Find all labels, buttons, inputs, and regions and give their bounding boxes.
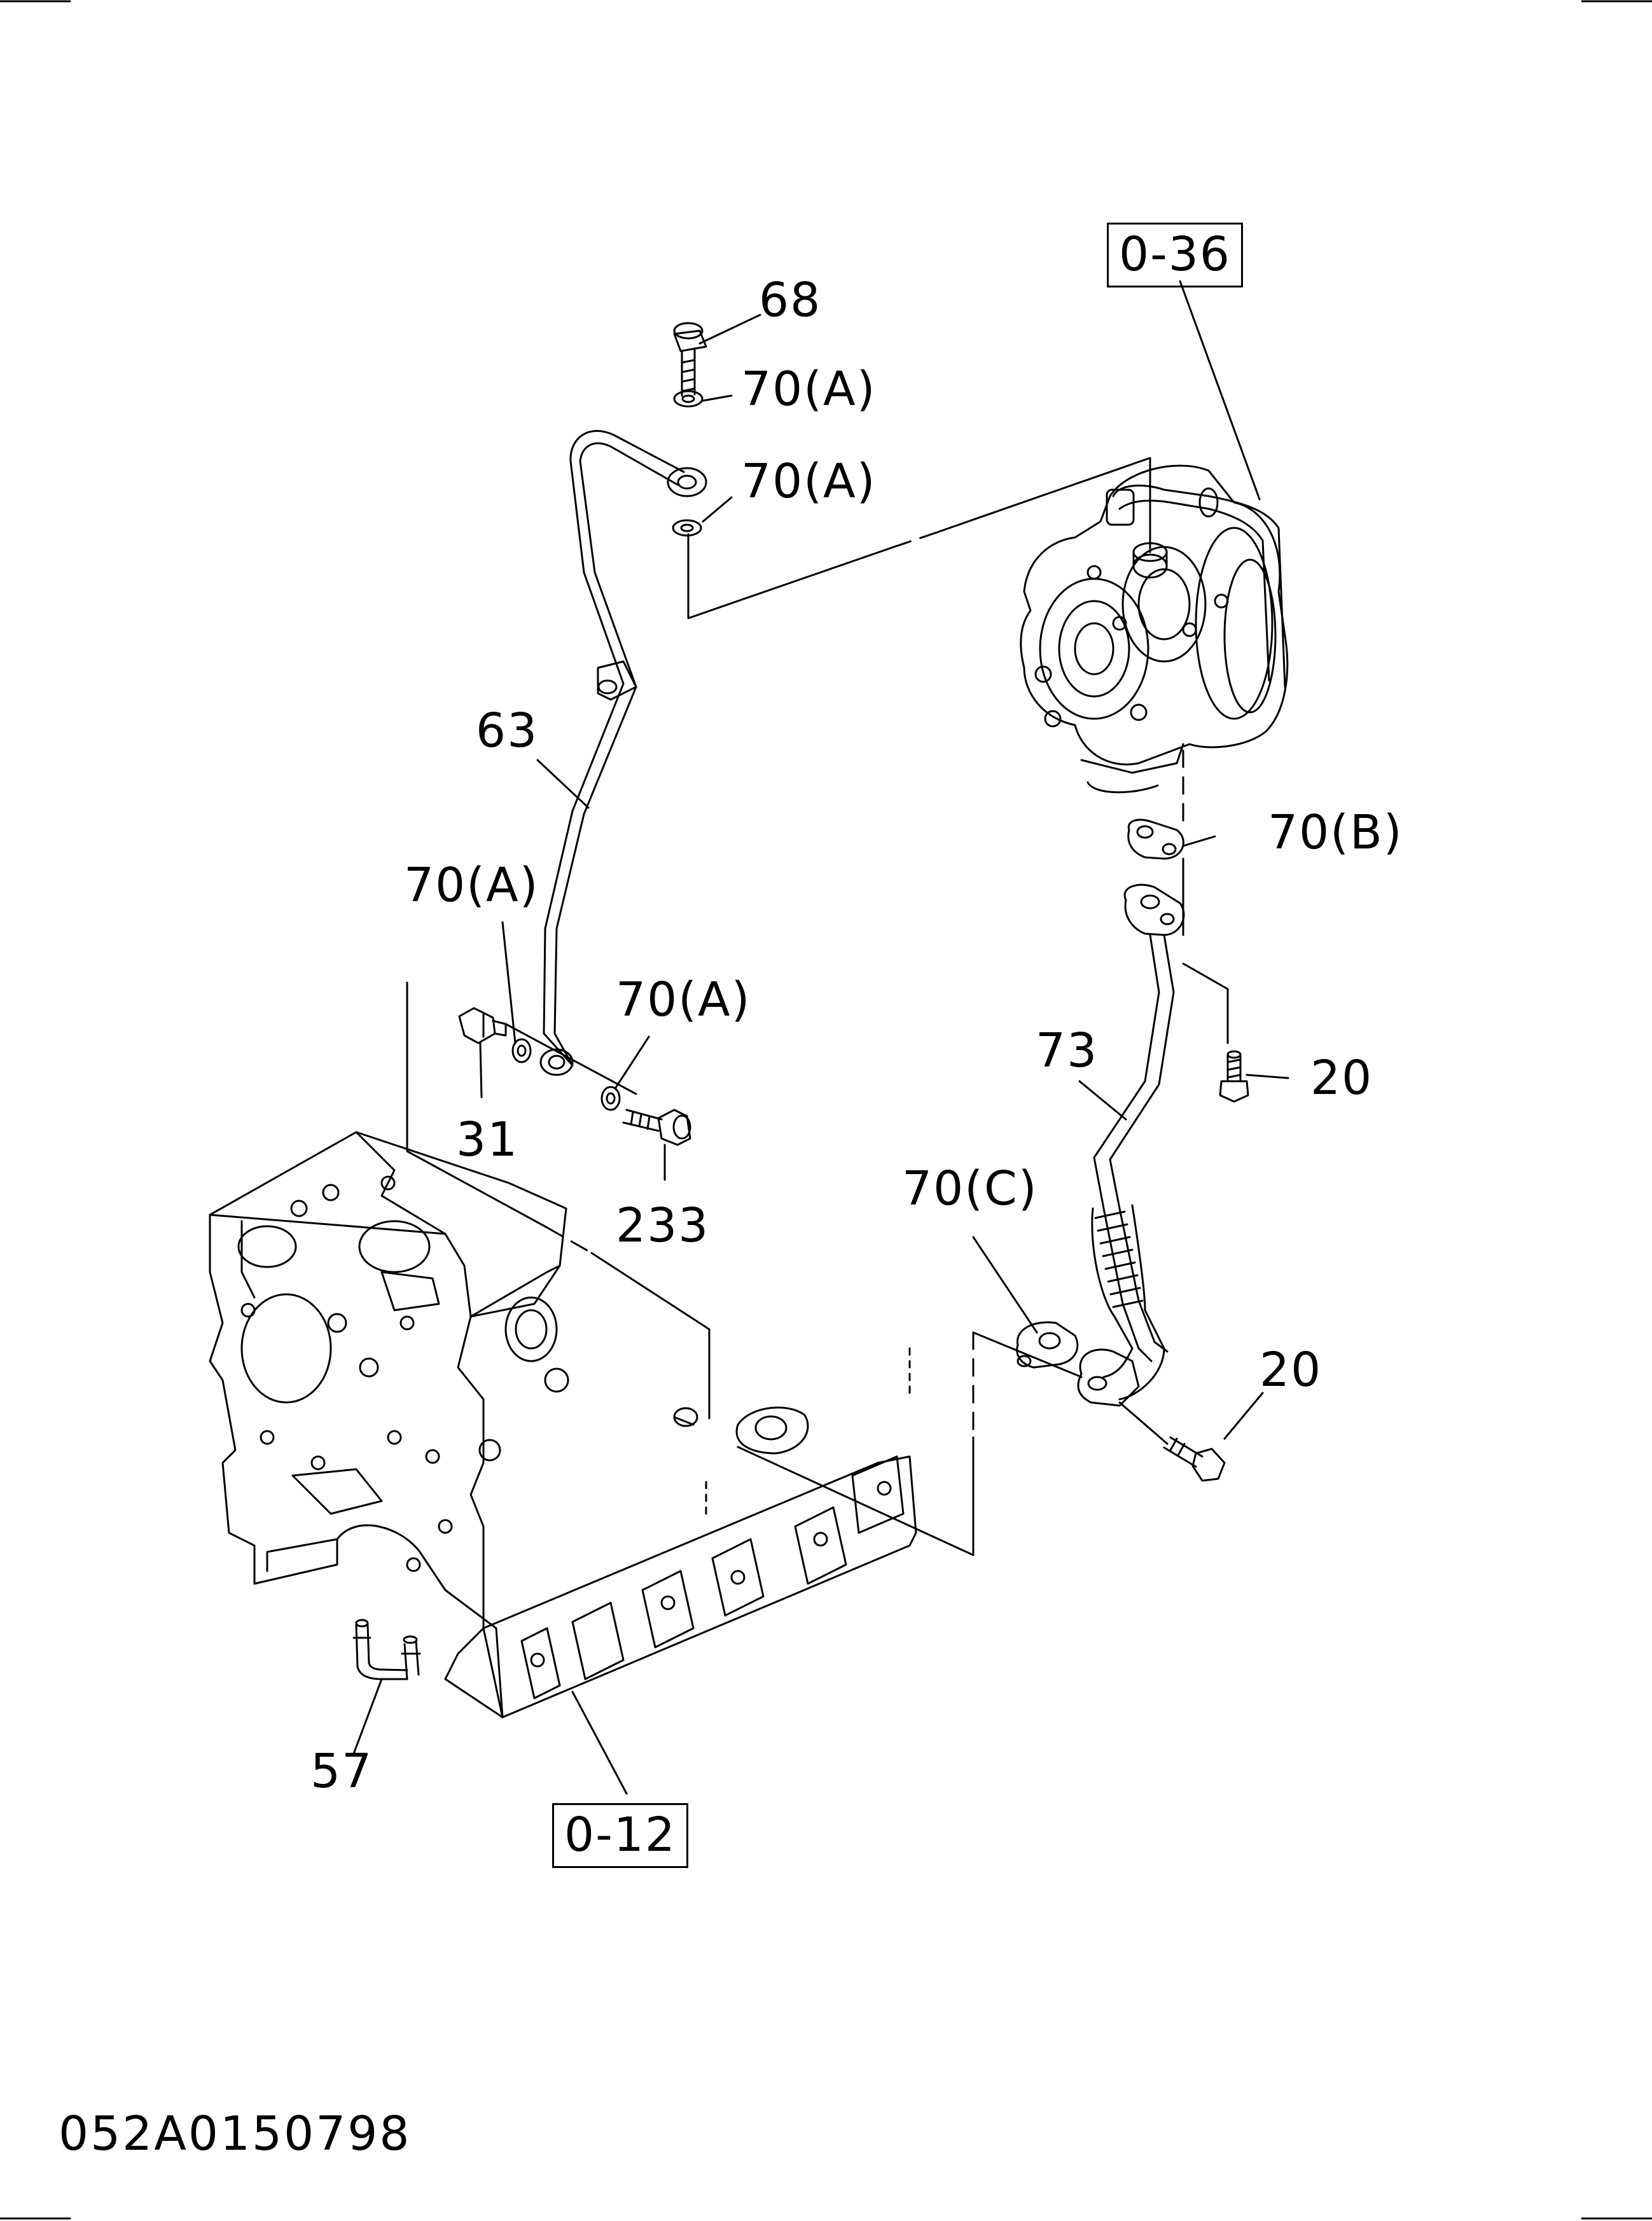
washer-70a-2 xyxy=(672,519,702,537)
gasket-70b xyxy=(1127,819,1184,860)
bolt-20-lower xyxy=(1163,1436,1226,1482)
callout-70a-2[interactable]: 70(A) xyxy=(741,454,877,509)
bolt-68 xyxy=(673,322,707,397)
callout-73[interactable]: 73 xyxy=(1036,1023,1099,1078)
washer-70a-1 xyxy=(673,390,704,408)
turbocharger-drawing xyxy=(1020,464,1289,794)
oil-feed-pipe-63 xyxy=(539,430,707,1076)
callout-20-lower[interactable]: 20 xyxy=(1260,1343,1322,1397)
reference-box-0-36[interactable]: 0-36 xyxy=(1107,223,1243,287)
callout-70a-3[interactable]: 70(A) xyxy=(404,858,539,913)
oil-return-pipe-73 xyxy=(1077,883,1185,1407)
callout-70c[interactable]: 70(C) xyxy=(902,1161,1038,1216)
eye-bolt-233 xyxy=(622,1109,691,1146)
callout-57[interactable]: 57 xyxy=(310,1744,373,1799)
callout-63[interactable]: 63 xyxy=(476,703,539,758)
plug-31 xyxy=(458,1007,507,1044)
washer-70a-4 xyxy=(600,1086,621,1111)
callout-31[interactable]: 31 xyxy=(456,1112,519,1167)
tube-57 xyxy=(352,1619,421,1680)
reference-box-0-12[interactable]: 0-12 xyxy=(552,1803,688,1868)
callout-233[interactable]: 233 xyxy=(616,1198,710,1253)
callout-70b[interactable]: 70(B) xyxy=(1268,805,1403,860)
assembly-lines xyxy=(406,457,1229,1556)
callout-68[interactable]: 68 xyxy=(759,273,822,328)
callout-70a-1[interactable]: 70(A) xyxy=(741,362,877,417)
drawing-code: 052A0150798 xyxy=(59,2107,412,2161)
callout-20-upper[interactable]: 20 xyxy=(1310,1051,1373,1105)
bolt-20-upper xyxy=(1219,1050,1249,1103)
gasket-70c xyxy=(1016,1321,1079,1369)
leader-lines xyxy=(352,280,1289,1795)
engine-block-drawing xyxy=(209,1131,917,1719)
callout-70a-4[interactable]: 70(A) xyxy=(616,972,751,1027)
washer-70a-3 xyxy=(511,1038,532,1063)
